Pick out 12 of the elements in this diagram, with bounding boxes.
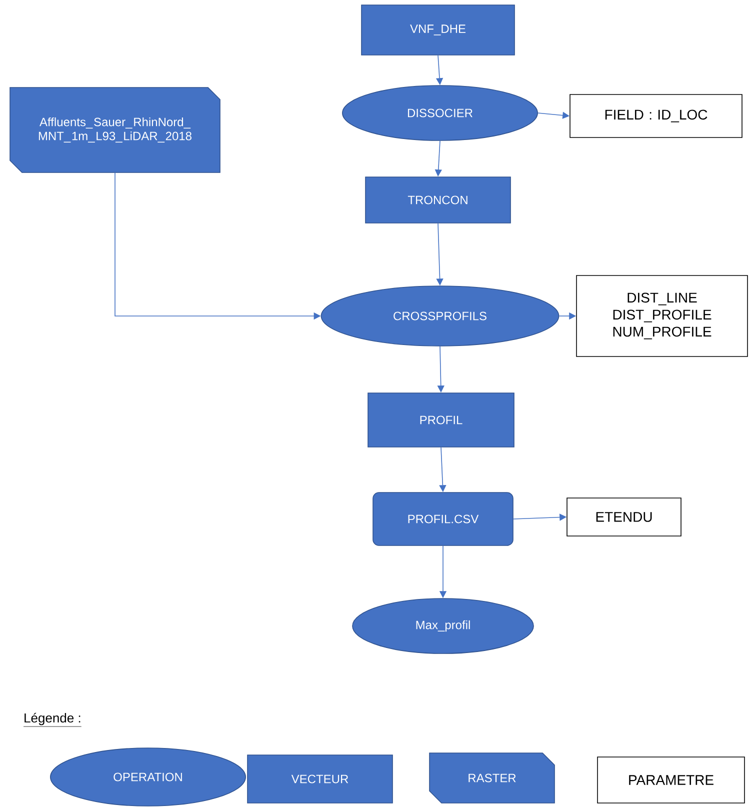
legend-vector-box: VECTEUR [247,754,393,804]
legend-parameter-box: PARAMETRE [597,756,745,804]
vector-box: PROFIL [368,392,514,448]
rounded-box: PROFIL.CSV [372,492,514,546]
parameter-box: FIELD : ID_LOC [570,94,742,138]
parameter-box: DIST_LINE DIST_PROFILE NUM_PROFILE [576,275,748,357]
vector-box: TRONCON [365,176,511,224]
vector-box: VNF_DHE [361,4,515,56]
raster-box: Affluents_Sauer_RhinNord_MNT_1m_L93_LiDAR_2018 [10,87,220,173]
legend-raster-box: RASTER [429,752,555,804]
legend-heading: Légende : [23,712,82,727]
parameter-box: ETENDU [566,498,682,536]
